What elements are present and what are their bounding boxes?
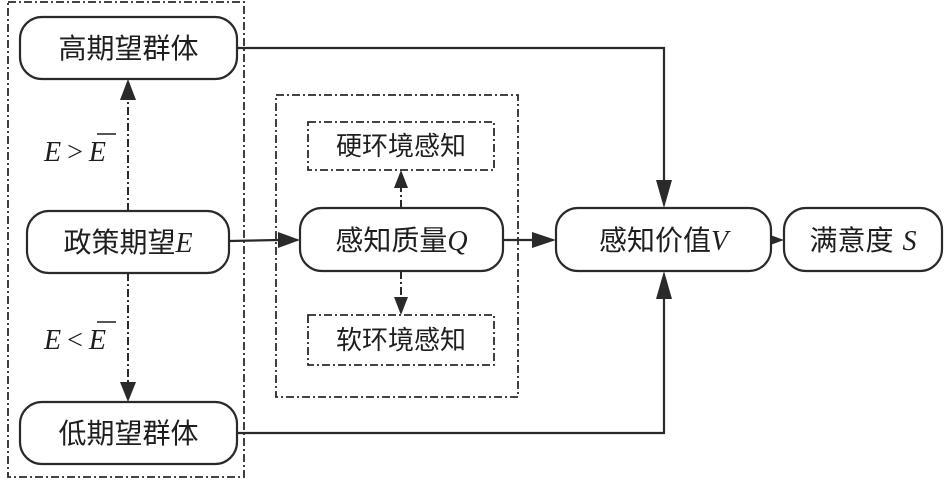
svg-text:E>E: E>E: [43, 137, 106, 168]
svg-text:E<E: E<E: [43, 325, 106, 356]
node-satisfaction-var: S: [902, 226, 916, 257]
condition-low-lhs: E: [43, 325, 61, 356]
node-policy-expectation: 政策期望E: [25, 209, 231, 275]
condition-low-rhs: E: [88, 325, 106, 356]
svg-text:政策期望E: 政策期望E: [63, 226, 192, 259]
condition-high-op: >: [67, 137, 83, 168]
arrowhead-icon: [394, 170, 408, 188]
node-low-expectation-label: 低期望群体: [58, 417, 198, 450]
arrowhead-icon: [532, 232, 556, 248]
edge-low-to-value: [237, 271, 672, 435]
node-satisfaction-label: 满意度: [810, 224, 894, 257]
edge-quality-to-soft: [394, 271, 408, 315]
node-perceived-quality-label: 感知质量: [335, 224, 447, 257]
edge-policy-to-low: [120, 273, 136, 402]
node-low-expectation: 低期望群体: [18, 400, 239, 466]
node-perceived-value-var: V: [711, 226, 731, 257]
edge-policy-to-quality: [228, 232, 300, 248]
node-hard-environment-label: 硬环境感知: [336, 132, 466, 162]
edge-high-to-value: [237, 46, 672, 208]
svg-text:感知价值V: 感知价值V: [599, 224, 731, 257]
node-policy-expectation-label: 政策期望: [63, 226, 175, 259]
arrowhead-icon: [278, 232, 300, 248]
condition-low-label: E<E: [43, 321, 116, 356]
condition-high-lhs: E: [43, 137, 61, 168]
node-perceived-value-label: 感知价值: [599, 224, 711, 257]
condition-low-op: <: [67, 325, 83, 356]
edge-quality-to-hard: [394, 170, 408, 208]
expectation-group-box: [7, 1, 245, 478]
node-satisfaction: 满意度 S: [782, 206, 944, 273]
arrowhead-icon: [120, 79, 136, 100]
arrowhead-icon: [120, 382, 136, 402]
svg-text:感知质量Q: 感知质量Q: [335, 224, 467, 257]
node-perceived-value: 感知价值V: [554, 206, 773, 273]
arrowhead-icon: [656, 180, 672, 208]
node-high-expectation: 高期望群体: [18, 15, 239, 81]
arrowhead-icon: [394, 297, 408, 315]
svg-text:满意度 S: 满意度 S: [810, 224, 917, 257]
node-soft-environment-label: 软环境感知: [336, 326, 466, 356]
condition-high-rhs: E: [88, 137, 106, 168]
node-soft-environment: 软环境感知: [307, 314, 495, 366]
node-hard-environment: 硬环境感知: [307, 121, 495, 171]
node-perceived-quality: 感知质量Q: [298, 206, 505, 273]
arrowhead-icon: [656, 271, 672, 299]
node-policy-expectation-var: E: [174, 228, 192, 259]
node-high-expectation-label: 高期望群体: [58, 32, 198, 65]
condition-high-label: E>E: [43, 133, 116, 168]
edge-policy-to-high: [120, 79, 136, 211]
node-perceived-quality-var: Q: [447, 226, 467, 257]
edge-quality-to-value: [503, 232, 556, 248]
